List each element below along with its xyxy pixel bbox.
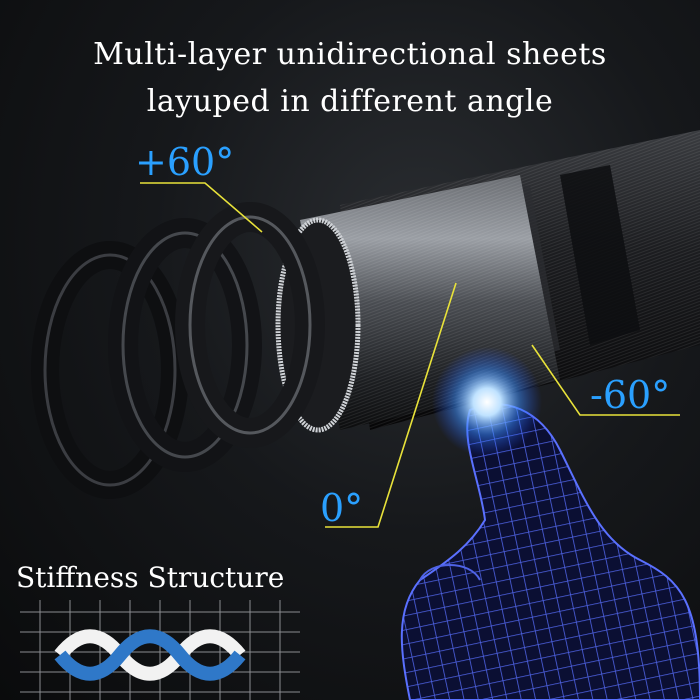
angle-label-minus60: -60°	[590, 373, 671, 417]
headline-line-1: Multi-layer unidirectional sheets	[93, 37, 607, 72]
wireframe-hand	[400, 403, 700, 700]
headline-line-2: layuped in different angle	[146, 84, 554, 119]
stiffness-structure-title: Stiffness Structure	[16, 561, 285, 594]
touch-glow	[432, 347, 542, 457]
tube-spiral-wrap	[31, 202, 325, 499]
stiffness-weave-graphic	[20, 600, 300, 700]
angle-label-plus60: +60°	[135, 140, 235, 184]
angle-label-zero: 0°	[320, 486, 364, 530]
leader-lines	[140, 182, 680, 528]
